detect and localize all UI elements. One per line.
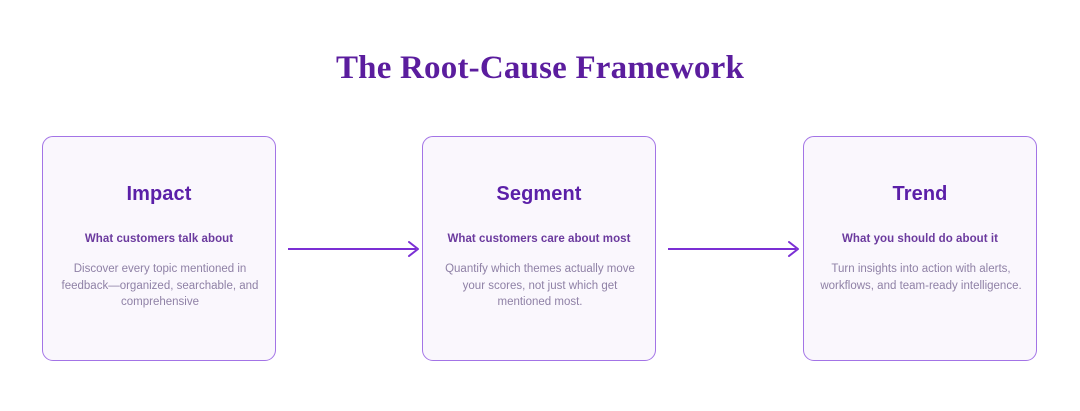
card-subtitle: What customers care about most [447,233,631,245]
arrow-right-icon [668,240,804,258]
arrow-right-icon [288,240,424,258]
card-title: Segment [496,183,582,205]
framework-card-segment[interactable]: Segment What customers care about most Q… [422,136,656,361]
page-title: The Root-Cause Framework [335,50,745,86]
card-title: Trend [892,183,948,205]
card-body: Quantify which themes actually move your… [445,263,635,308]
framework-card-impact[interactable]: Impact What customers talk about Discove… [42,136,276,361]
card-body: Discover every topic mentioned in feedba… [61,263,259,308]
card-subtitle: What you should do about it [842,233,998,245]
card-title: Impact [126,183,192,205]
card-subtitle: What customers talk about [84,233,234,245]
card-body: Turn insights into action with alerts, w… [820,263,1022,292]
framework-cards-row: Impact What customers talk about Discove… [0,136,1080,363]
framework-card-trend[interactable]: Trend What you should do about it Turn i… [803,136,1037,361]
